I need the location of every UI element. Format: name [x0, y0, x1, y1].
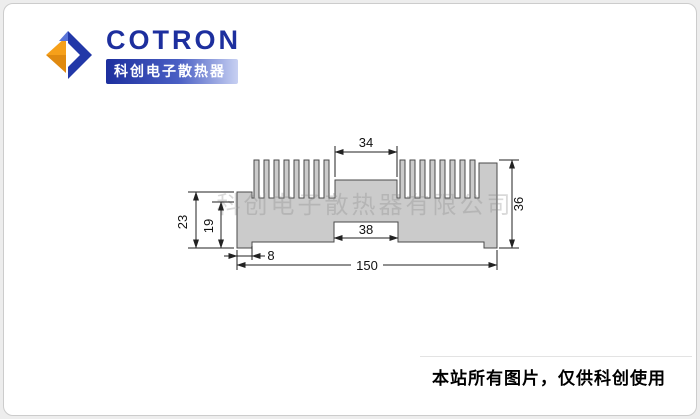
- dimension-19: 19: [201, 201, 234, 249]
- brand-tagline-ribbon: 科创电子散热器: [106, 58, 238, 84]
- usage-notice-caption: 本站所有图片，仅供科创使用: [432, 369, 666, 388]
- logo-orange-wedge-top: [46, 36, 66, 55]
- dimension-36: 36: [499, 159, 526, 249]
- cotron-k-logo-icon: [46, 30, 92, 79]
- dim-label-23: 23: [175, 215, 190, 229]
- dimension-150: 150: [236, 250, 498, 273]
- dimension-8: 8: [224, 246, 275, 263]
- dim-label-8: 8: [267, 248, 274, 263]
- cotron-logo: COTRON 科创电子散热器: [40, 25, 241, 84]
- logo-lightblue-accent: [59, 30, 68, 41]
- dim-label-150: 150: [356, 258, 378, 273]
- company-watermark: 科创电子散热器有限公司: [217, 192, 514, 219]
- heatsink-profile-outline: [236, 159, 498, 249]
- brand-name: COTRON: [106, 25, 241, 55]
- dim-label-34: 34: [359, 135, 373, 150]
- dim-label-38: 38: [359, 222, 373, 237]
- logo-orange-wedge-bottom: [46, 54, 66, 73]
- dim-label-36: 36: [511, 197, 526, 211]
- dimension-38: 38: [333, 222, 399, 241]
- dim-label-19: 19: [201, 219, 216, 233]
- caption-divider-line: [420, 356, 692, 357]
- logo-blue-chevron: [68, 30, 92, 79]
- dimension-23: 23: [175, 191, 234, 249]
- dimension-34: 34: [334, 135, 398, 177]
- logo-text: COTRON 科创电子散热器: [106, 25, 241, 84]
